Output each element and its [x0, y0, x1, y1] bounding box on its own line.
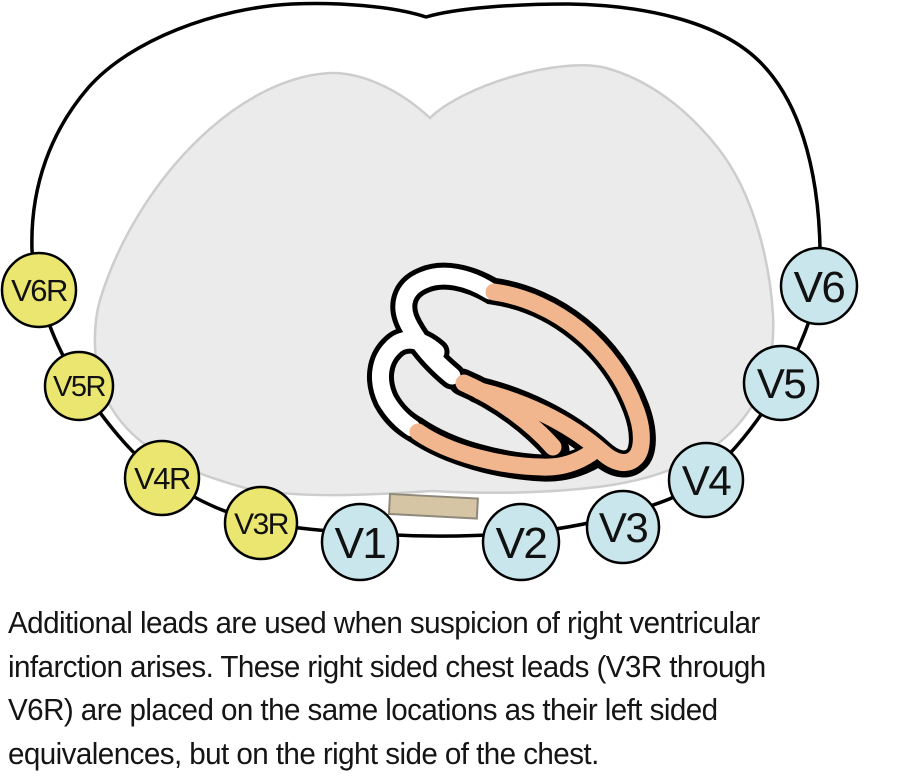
septum-peach-wall: [455, 374, 562, 456]
lead-v4r: V4R: [123, 439, 201, 517]
lead-v6-label: V6: [794, 263, 845, 312]
lead-v1-circle: [320, 502, 400, 582]
caption-line: V6R) are placed on the same locations as…: [8, 692, 718, 727]
heart-white-walls: [372, 267, 499, 437]
caption-line: equivalences, but on the right side of t…: [8, 735, 599, 771]
right-ventricle-peach-wall: [409, 423, 600, 476]
right-ventricle-white-wall: [372, 331, 445, 437]
caption-line: Additional leads are used when suspicion…: [8, 605, 760, 640]
lead-v5-circle: [742, 344, 820, 422]
lead-v3r: V3R: [223, 485, 299, 561]
sternum-marker: [387, 492, 479, 520]
lead-v4-label: V4: [682, 457, 732, 504]
lead-v1-label: V1: [335, 519, 386, 568]
lead-v4-circle: [667, 441, 745, 519]
lead-v6-circle: [779, 246, 859, 326]
lead-v6r: V6R: [0, 251, 78, 329]
lead-v6: V6: [779, 246, 859, 326]
lead-v5r: V5R: [43, 350, 115, 422]
lead-v1: V1: [320, 502, 400, 582]
caption-line: infarction arises. These right sided che…: [8, 648, 766, 684]
lead-v5r-circle: [43, 350, 115, 422]
left-ventricle-peach-wall: [471, 283, 650, 471]
lead-v3-circle: [585, 489, 661, 565]
lead-v3-label: V3: [599, 504, 648, 551]
lead-v3: V3: [585, 489, 661, 565]
heart-cross-section: [367, 262, 656, 482]
lead-v2-circle: [481, 502, 561, 582]
lead-v5-label: V5: [757, 360, 806, 407]
lead-v6r-circle: [0, 251, 78, 329]
lead-v4r-circle: [123, 439, 201, 517]
lead-v5r-label: V5R: [53, 371, 105, 403]
lead-v5: V5: [742, 344, 820, 422]
heart-muscle-walls: [409, 283, 650, 476]
lead-v4r-label: V4R: [134, 461, 190, 496]
lead-v3r-circle: [223, 485, 299, 561]
lead-v6r-label: V6R: [11, 273, 67, 308]
chest-leads-diagram: V6R V5R V4R V3R V1 V2 V3 V4 V5 V6: [0, 1, 859, 582]
caption-text: Additional leads are used when suspicion…: [8, 601, 900, 775]
lead-v2-label: V2: [496, 519, 547, 568]
lead-v2: V2: [481, 502, 561, 582]
lead-v3r-label: V3R: [234, 508, 289, 541]
lead-v4: V4: [667, 441, 745, 519]
